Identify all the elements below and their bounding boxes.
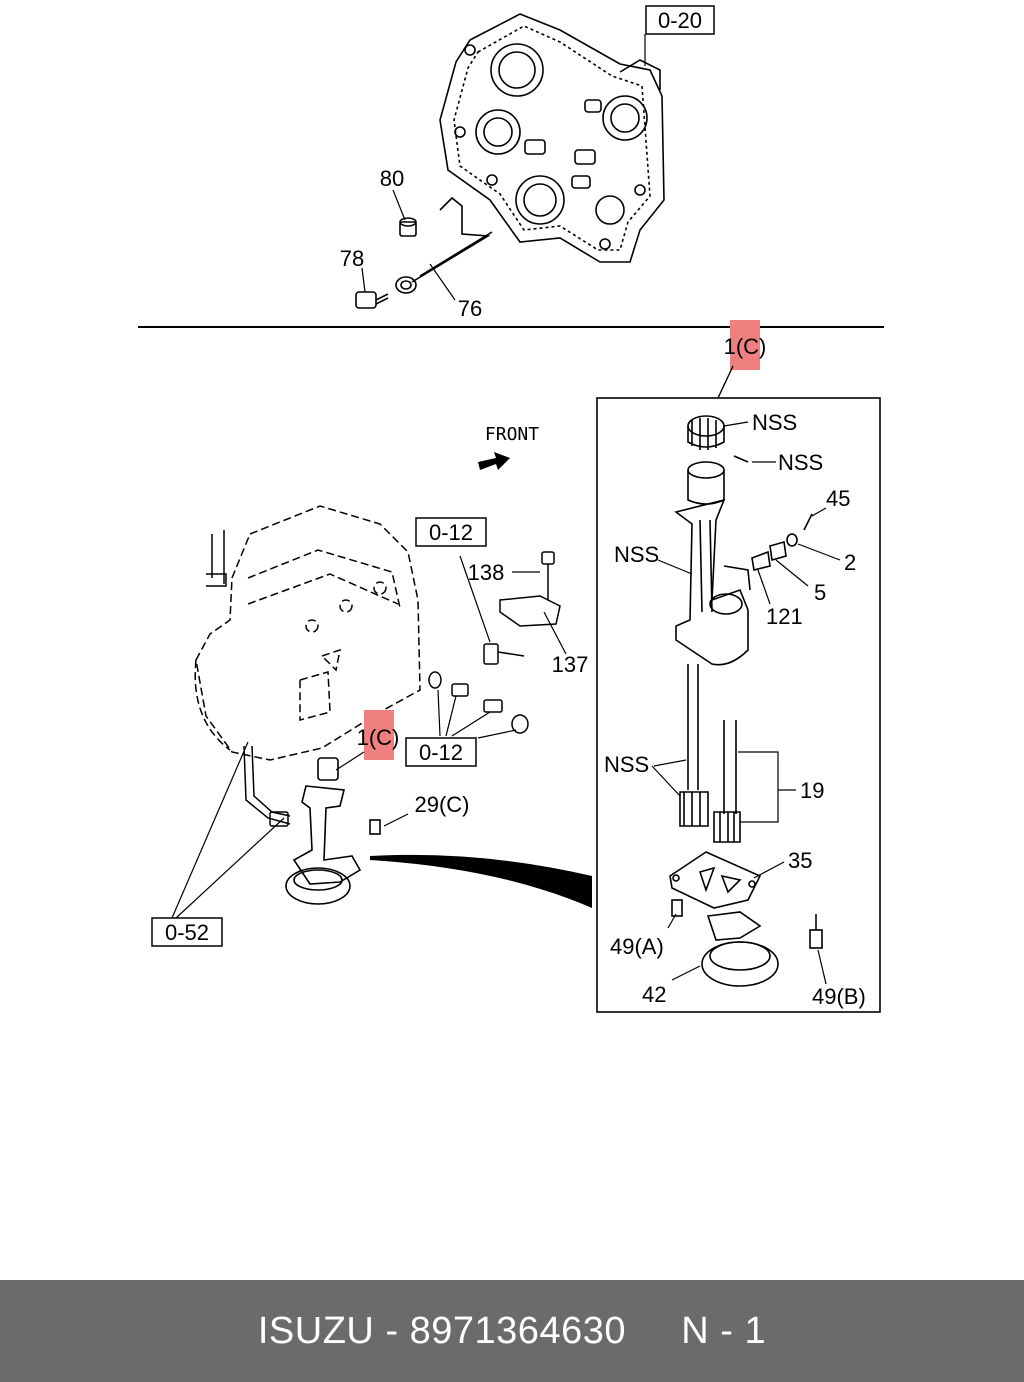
oil-pump-small-drawing [285,757,381,905]
ref-label-012-a: 0-12 [429,520,473,545]
detail-label-42: 42 [642,982,666,1007]
part-label-1c-main: 1(C) [357,725,400,750]
highlight-1c-top [730,320,760,370]
ref-box-012-a [415,517,487,547]
footer-brand: ISUZU [257,1309,375,1352]
detail-box [596,397,881,1013]
mid-callout-lines [171,555,567,919]
part-label-1c-top: 1(C) [724,334,767,359]
ref-box-top [645,5,715,35]
detail-label-nss-pin: NSS [778,450,823,475]
dipstick-parts-drawing [355,196,493,309]
detail-label-121: 121 [766,604,803,629]
part-label-76: 76 [458,296,482,321]
footer-separator: - [374,1309,410,1352]
ref-label-top: 0-20 [658,8,702,33]
ref-box-012-b [405,737,477,767]
detail-label-2: 2 [844,550,856,575]
detail-label-19: 19 [800,778,824,803]
detail-connector-wedge [370,854,592,908]
part-label-138: 138 [468,560,505,585]
detail-label-49a: 49(A) [610,934,664,959]
front-arrow-icon [478,452,510,470]
part-label-29c: 29(C) [414,792,469,817]
part-label-78: 78 [340,246,364,271]
front-label: FRONT [485,424,539,445]
footer-page: N - 1 [681,1309,767,1352]
detail-label-49b: 49(B) [812,984,866,1009]
callout-29c [383,813,409,827]
footer-part-number: 8971364630 [409,1309,626,1352]
parts-diagram: 0-20 80 78 76 1(C) FRONT [138,5,884,1013]
detail-label-35: 35 [788,848,812,873]
callout-1c-main [335,751,365,771]
detail-label-5: 5 [814,580,826,605]
detail-pump-drawing [669,415,823,987]
detail-label-nss-body: NSS [614,542,659,567]
ref-label-012-b: 0-12 [419,740,463,765]
footer-gap [626,1310,681,1353]
top-callout-lines [361,34,646,301]
highlight-1c-main [364,710,394,760]
engine-block-drawing [194,505,421,761]
part-label-80: 80 [380,166,404,191]
detail-label-45: 45 [826,486,850,511]
detail-label-nss-gear: NSS [752,410,797,435]
detail-label-nss-shaft: NSS [604,752,649,777]
callout-1c-top [717,365,734,399]
part-label-137: 137 [552,652,589,677]
ref-label-052: 0-52 [165,920,209,945]
detail-callout-lines [651,421,841,985]
footer-bar: ISUZU - 8971364630 N - 1 [0,1280,1024,1382]
engine-pipe-lines [206,530,291,827]
ref-box-052 [151,917,223,947]
sensor-parts-drawing [428,551,561,734]
gear-case-drawing [439,13,665,263]
